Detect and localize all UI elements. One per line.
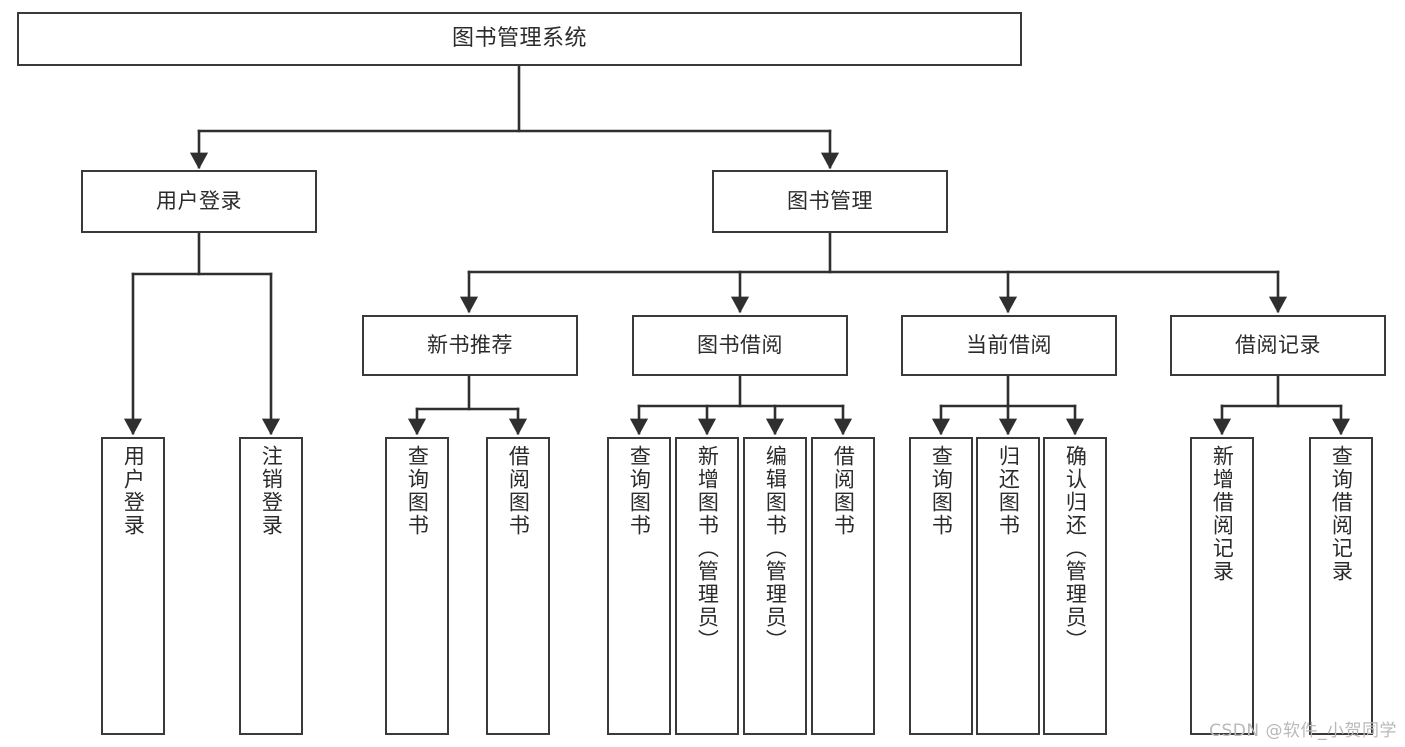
node-label: 图书借阅 xyxy=(697,333,783,358)
node-root-book-management-system[interactable]: 图书管理系统 xyxy=(17,12,1022,66)
node-label: 借阅图书 xyxy=(831,445,856,537)
node-book-borrow[interactable]: 图书借阅 xyxy=(632,315,848,376)
node-label: 编辑图书（管理员） xyxy=(763,445,788,652)
node-leaf-return-book[interactable]: 归还图书 xyxy=(976,437,1040,735)
node-borrow-record[interactable]: 借阅记录 xyxy=(1170,315,1386,376)
node-label: 当前借阅 xyxy=(966,333,1052,358)
node-leaf-logout-login[interactable]: 注销登录 xyxy=(239,437,303,735)
node-label: 图书管理系统 xyxy=(451,26,587,52)
node-label: 用户登录 xyxy=(121,445,146,537)
node-user-login[interactable]: 用户登录 xyxy=(81,170,317,233)
node-leaf-borrow-book-recommend[interactable]: 借阅图书 xyxy=(486,437,550,735)
node-label: 确认归还（管理员） xyxy=(1063,445,1088,652)
node-leaf-confirm-return[interactable]: 确认归还（管理员） xyxy=(1043,437,1107,735)
node-book-manage[interactable]: 图书管理 xyxy=(712,170,948,233)
node-leaf-query-book-recommend[interactable]: 查询图书 xyxy=(385,437,449,735)
node-leaf-borrow-book[interactable]: 借阅图书 xyxy=(811,437,875,735)
node-leaf-edit-book[interactable]: 编辑图书（管理员） xyxy=(743,437,807,735)
node-label: 注销登录 xyxy=(259,445,284,537)
node-leaf-user-login[interactable]: 用户登录 xyxy=(101,437,165,735)
node-leaf-query-book-current[interactable]: 查询图书 xyxy=(909,437,973,735)
node-label: 图书管理 xyxy=(787,189,873,214)
node-leaf-add-borrow-record[interactable]: 新增借阅记录 xyxy=(1190,437,1254,735)
node-label: 借阅记录 xyxy=(1235,333,1321,358)
node-label: 查询借阅记录 xyxy=(1329,445,1354,583)
csdn-watermark: CSDN @软件_小贺同学 xyxy=(1209,721,1397,741)
node-label: 新增借阅记录 xyxy=(1210,445,1235,583)
node-label: 查询图书 xyxy=(405,445,430,537)
node-new-book-recommend[interactable]: 新书推荐 xyxy=(362,315,578,376)
node-label: 归还图书 xyxy=(996,445,1021,537)
node-current-borrow[interactable]: 当前借阅 xyxy=(901,315,1117,376)
node-label: 新书推荐 xyxy=(427,333,513,358)
node-leaf-add-book[interactable]: 新增图书（管理员） xyxy=(675,437,739,735)
node-label: 查询图书 xyxy=(929,445,954,537)
node-label: 新增图书（管理员） xyxy=(695,445,720,652)
node-leaf-query-book-borrow[interactable]: 查询图书 xyxy=(607,437,671,735)
node-leaf-query-borrow-record[interactable]: 查询借阅记录 xyxy=(1309,437,1373,735)
node-label: 查询图书 xyxy=(627,445,652,537)
node-label: 借阅图书 xyxy=(506,445,531,537)
node-label: 用户登录 xyxy=(156,189,242,214)
